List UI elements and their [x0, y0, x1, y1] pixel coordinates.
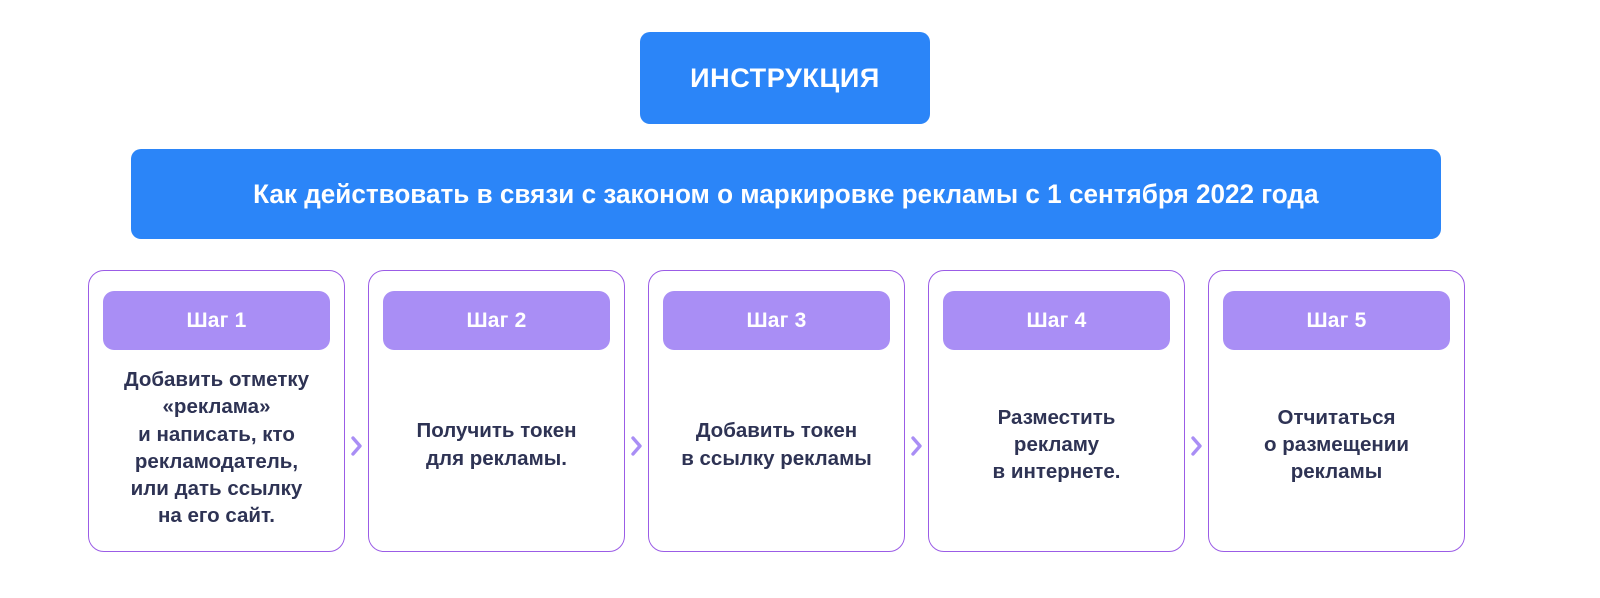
- step-body: Отчитаться о размещении рекламы: [1223, 350, 1450, 535]
- step-pill: Шаг 1: [103, 291, 330, 350]
- step-card: Шаг 1 Добавить отметку «реклама» и написа…: [88, 270, 345, 552]
- chevron-right-icon: [345, 270, 368, 552]
- step-body: Получить токен для рекламы.: [383, 350, 610, 535]
- step-description: Получить токен для рекламы.: [416, 419, 577, 470]
- page-title: Как действовать в связи с законом о марк…: [253, 178, 1319, 209]
- step-body: Добавить отметку «реклама» и написать, к…: [103, 350, 330, 535]
- step-card: Шаг 4 Разместить рекламу в интернете.: [928, 270, 1185, 552]
- steps-row: Шаг 1 Добавить отметку «реклама» и написа…: [88, 270, 1482, 552]
- step-description: Отчитаться о размещении рекламы: [1264, 405, 1409, 484]
- step-pill: Шаг 2: [383, 291, 610, 350]
- step-pill: Шаг 4: [943, 291, 1170, 350]
- step-pill-label: Шаг 5: [1306, 309, 1367, 332]
- step-body: Добавить токен в ссылку рекламы: [663, 350, 890, 535]
- step-description: Добавить токен в ссылку рекламы: [681, 419, 872, 470]
- step-card: Шаг 5 Отчитаться о размещении рекламы: [1208, 270, 1465, 552]
- step-description: Добавить отметку «реклама» и написать, к…: [123, 368, 310, 528]
- step-pill-label: Шаг 3: [746, 309, 807, 332]
- chevron-right-icon: [1185, 270, 1208, 552]
- step-card: Шаг 3 Добавить токен в ссылку рекламы: [648, 270, 905, 552]
- step-description: Разместить рекламу в интернете.: [992, 405, 1121, 484]
- step-pill: Шаг 5: [1223, 291, 1450, 350]
- chevron-right-icon: [625, 270, 648, 552]
- title-banner: Как действовать в связи с законом о марк…: [131, 149, 1441, 239]
- step-card: Шаг 2 Получить токен для рекламы.: [368, 270, 625, 552]
- step-body: Разместить рекламу в интернете.: [943, 350, 1170, 535]
- instruction-badge-label: ИНСТРУКЦИЯ: [690, 62, 880, 93]
- step-pill-label: Шаг 1: [186, 309, 247, 332]
- step-pill-label: Шаг 4: [1026, 309, 1087, 332]
- step-pill: Шаг 3: [663, 291, 890, 350]
- step-pill-label: Шаг 2: [466, 309, 527, 332]
- chevron-right-icon: [905, 270, 928, 552]
- instruction-badge: ИНСТРУКЦИЯ: [640, 32, 930, 124]
